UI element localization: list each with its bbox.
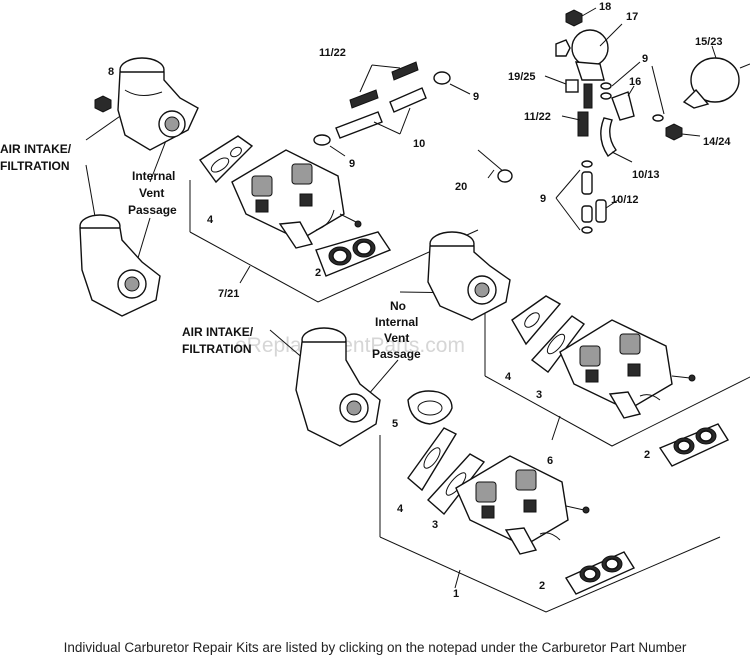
callout-9-c: 9 xyxy=(642,53,648,65)
fitting-14-24 xyxy=(665,123,701,141)
callout-4-top: 4 xyxy=(207,214,214,226)
air-intake-elbow-top xyxy=(117,57,199,151)
air-intake-elbow-left xyxy=(79,214,161,317)
callout-20: 20 xyxy=(455,181,467,193)
callout-4-bottom: 4 xyxy=(397,503,404,515)
gasket-top-left xyxy=(198,135,254,184)
callout-6: 6 xyxy=(547,455,553,467)
bracket-16 xyxy=(611,85,635,121)
gasket-right-2 xyxy=(658,423,730,467)
clamp-9-top xyxy=(433,71,471,95)
gasket-top-right xyxy=(315,231,392,277)
callout-19-25: 19/25 xyxy=(508,71,536,83)
label-air-intake-top-1: AIR INTAKE/ xyxy=(0,142,72,156)
bracket-1 xyxy=(379,536,721,613)
callout-1: 1 xyxy=(453,588,459,600)
fuel-pump-17 xyxy=(555,23,623,81)
springs-11-22 xyxy=(349,61,419,109)
callout-10-12: 10/12 xyxy=(611,194,639,206)
carburetor-top xyxy=(231,149,362,249)
callout-11-22-top: 11/22 xyxy=(319,47,346,59)
callout-9-b: 9 xyxy=(349,158,355,170)
carburetor-right xyxy=(559,319,696,419)
tubes-10 xyxy=(335,87,427,139)
watermark: eReplacementParts.com xyxy=(235,334,465,357)
fuel-filter-15-23 xyxy=(682,45,750,109)
callout-17: 17 xyxy=(626,11,638,23)
callout-11-22-right: 11/22 xyxy=(524,111,551,123)
label-internal-vent-1: Internal xyxy=(132,169,175,183)
callout-10-13: 10/13 xyxy=(632,169,660,181)
air-intake-elbow-right xyxy=(427,231,511,321)
clamp-9-right-lower xyxy=(651,65,665,122)
air-intake-elbow-mid xyxy=(295,327,381,447)
label-no-vent-4: Passage xyxy=(372,347,421,361)
callout-10: 10 xyxy=(413,138,425,150)
carburetor-bottom xyxy=(455,455,590,555)
callout-8: 8 xyxy=(108,66,114,78)
bracket-7-21 xyxy=(189,229,479,303)
label-air-intake-mid-2: FILTRATION xyxy=(182,342,252,356)
callout-3-bottom: 3 xyxy=(432,519,438,531)
callout-7-21: 7/21 xyxy=(218,288,239,300)
gasket-bottom-2 xyxy=(564,551,636,595)
callout-14-24: 14/24 xyxy=(703,136,731,148)
label-internal-vent-2: Vent xyxy=(139,186,164,200)
label-internal-vent-3: Passage xyxy=(128,203,177,217)
label-air-intake-mid-1: AIR INTAKE/ xyxy=(182,325,254,339)
label-no-vent-3: Vent xyxy=(384,331,409,345)
callout-15-23: 15/23 xyxy=(695,36,723,48)
wire-20 xyxy=(477,149,513,183)
nut-8 xyxy=(94,95,112,113)
callout-18: 18 xyxy=(599,1,611,13)
gasket-right-4 xyxy=(511,295,562,346)
callout-2-top: 2 xyxy=(315,267,321,279)
label-air-intake-top-2: FILTRATION xyxy=(0,159,70,173)
callout-2-right: 2 xyxy=(644,449,650,461)
cap-18 xyxy=(565,7,597,27)
block-19-25 xyxy=(544,75,579,93)
clamp-9-mid xyxy=(313,134,346,157)
springs-11-22-right xyxy=(561,83,593,137)
label-no-vent-1: No xyxy=(390,299,406,313)
callout-2-bottom: 2 xyxy=(539,580,545,592)
callout-3-right: 3 xyxy=(536,389,542,401)
hose-10-13 xyxy=(600,117,633,163)
callout-9-d: 9 xyxy=(540,193,546,205)
callout-9-a: 9 xyxy=(473,91,479,103)
gasket-right-3 xyxy=(530,315,586,373)
label-no-vent-2: Internal xyxy=(375,315,418,329)
footer-note: Individual Carburetor Repair Kits are li… xyxy=(63,640,687,655)
callout-5: 5 xyxy=(392,418,398,430)
gasket-5 xyxy=(407,390,453,425)
callout-16: 16 xyxy=(629,76,641,88)
clamp-9-right-top xyxy=(600,61,641,100)
callout-4-right: 4 xyxy=(505,371,512,383)
gasket-bottom-4 xyxy=(407,427,457,492)
bracket-6 xyxy=(484,375,750,447)
hoses-10-12 xyxy=(555,160,619,234)
